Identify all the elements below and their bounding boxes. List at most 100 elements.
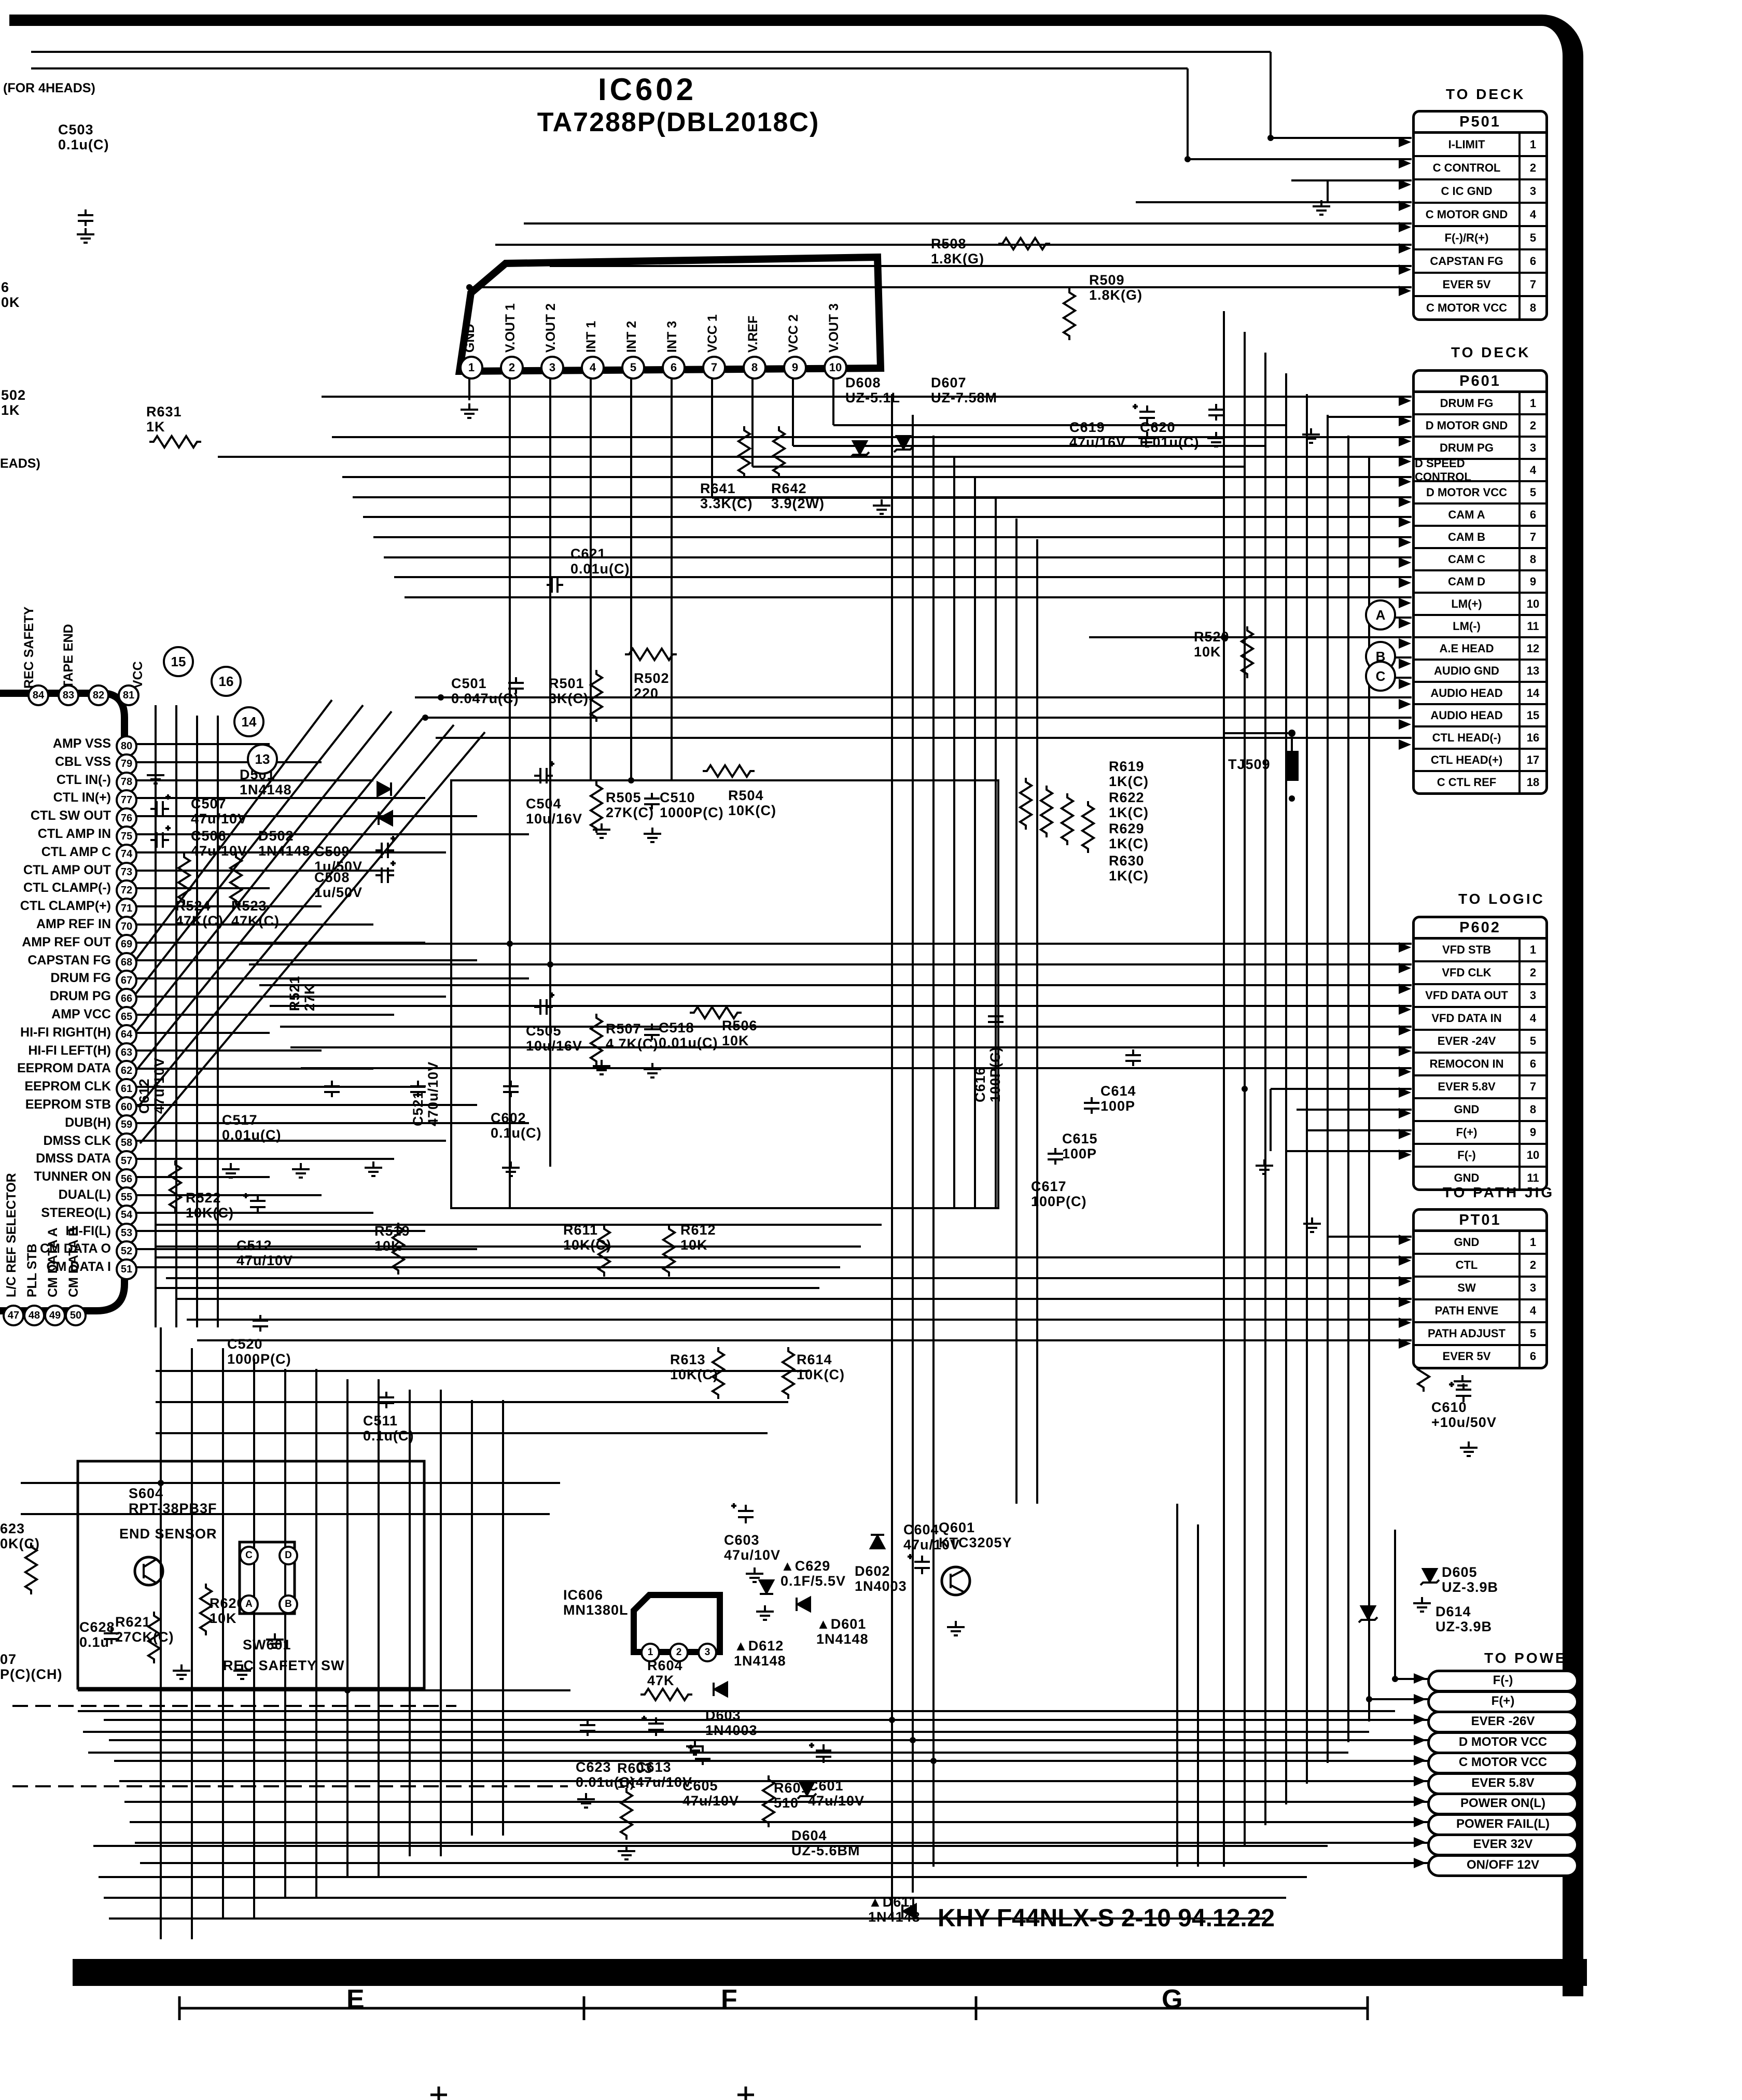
wire-arrow-icon [1399, 1129, 1411, 1139]
value: 10K(C) [670, 1366, 719, 1382]
ruler-letter-g: G [1162, 1984, 1183, 2014]
wire-arrow-icon [1399, 1338, 1411, 1349]
frame-bottom-band [73, 1959, 1587, 1986]
value: UZ-5.1L [845, 389, 901, 405]
left-ic-pin-47: 47 [3, 1305, 24, 1326]
heading-PT01: TO PATH JIG [1443, 1184, 1555, 1200]
pin-label: C CTL REF [1437, 775, 1497, 789]
connector-P601-pin-16: CTL HEAD(-)16 [1415, 725, 1545, 748]
ref-des: C616 [972, 1067, 988, 1102]
pin-number: 8 [1518, 549, 1545, 569]
value: 0.047u(C) [451, 690, 519, 706]
pin-label: CAM B [1447, 530, 1486, 543]
value: 100P [1062, 1145, 1097, 1161]
pin-number: 6 [1518, 1346, 1545, 1367]
pin-label: CAM A [1448, 508, 1485, 521]
pin-label: CTL HEAD(+) [1430, 753, 1503, 766]
wire-arrow-icon [1399, 719, 1411, 730]
ref-des: R614 [797, 1352, 832, 1367]
pin-label: CAM C [1447, 552, 1486, 566]
component-label-tj509: TJ509 [1228, 757, 1271, 772]
pin-number: 7 [1518, 527, 1545, 547]
ic602-pin-label-9: VCC 2 [786, 314, 801, 353]
left-ic-pin-label-77: CTL IN(+) [53, 790, 111, 805]
pin-label: D SPEED CONTROL [1415, 460, 1471, 480]
pin-number: 8 [1518, 1099, 1545, 1120]
heading-P601: TO DECK [1451, 344, 1531, 360]
wire-arrow-icon [1399, 577, 1411, 588]
sw601-contact-B: B [278, 1594, 298, 1614]
note-text-0: (FOR 4HEADS) [3, 81, 95, 95]
ref-des: R629 [1109, 821, 1145, 836]
left-ic-pin-49: 49 [44, 1305, 66, 1326]
ic606-pin-2: 2 [669, 1643, 689, 1662]
wire-arrow-icon [1399, 618, 1411, 628]
left-ic-pin-label-70: AMP REF IN [36, 917, 111, 931]
pin-number: 2 [1518, 157, 1545, 178]
wire-arrow-icon [1399, 285, 1411, 296]
value: 3K(C) [549, 690, 589, 706]
ref-des: C501 [451, 676, 487, 691]
pin-label: LM(+) [1451, 597, 1482, 610]
ref-des: R508 [931, 236, 967, 251]
ic602-pin-label-5: INT 2 [624, 320, 639, 353]
ref-des: C619 [1069, 419, 1105, 435]
wire-arrow-icon [1399, 1004, 1411, 1015]
value: 27K [301, 984, 317, 1011]
wire-arrow-icon [1399, 638, 1411, 649]
ref-des: R507 [606, 1021, 642, 1037]
ref-des: R620 [210, 1595, 245, 1611]
value: 1K(C) [1109, 835, 1149, 851]
value: 47K [647, 1672, 675, 1688]
heading-P501: TO DECK [1446, 86, 1526, 102]
value: 0K(C) [0, 1535, 40, 1551]
ref-des: C621 [570, 546, 606, 562]
wire-arrow-icon [1399, 942, 1411, 953]
ic602-pin-label-10: V.OUT 3 [827, 303, 841, 353]
power-pin-power-on-l-: POWER ON(L) [1427, 1793, 1579, 1815]
ic602-pin-8: 8 [743, 356, 767, 380]
value: 10K [680, 1237, 708, 1253]
ref-des: R522 [186, 1190, 221, 1206]
pin-label: VFD CLK [1442, 966, 1492, 979]
ref-des: END SENSOR [119, 1526, 217, 1542]
connector-P601-pin-11: LM(-)11 [1415, 614, 1545, 636]
value: +10u/50V [1431, 1414, 1497, 1430]
wire-arrow-icon [1399, 436, 1411, 446]
ref-des: REC SAFETY SW [223, 1658, 345, 1673]
pin-number: 5 [1518, 1323, 1545, 1344]
ref-des: R502 [634, 670, 670, 686]
ref-des: R504 [728, 788, 764, 803]
ref-des: C623 [576, 1759, 611, 1775]
ref-des: D603 [705, 1707, 741, 1723]
left-ic-pin-label-67: DRUM FG [50, 971, 111, 986]
ic602-pin-5: 5 [621, 356, 645, 380]
value: UZ-3.9B [1442, 1579, 1499, 1595]
left-ic-pin-label-56: TUNNER ON [34, 1169, 111, 1184]
heading-to-power: TO POWER [1484, 1650, 1580, 1666]
sw601-contact-D: D [278, 1546, 298, 1565]
pin-number: 1 [1518, 393, 1545, 413]
pin-label: EVER -24V [1437, 1034, 1496, 1047]
left-ic-pin-84: 84 [27, 684, 49, 706]
pin-label: VFD DATA OUT [1425, 989, 1508, 1002]
